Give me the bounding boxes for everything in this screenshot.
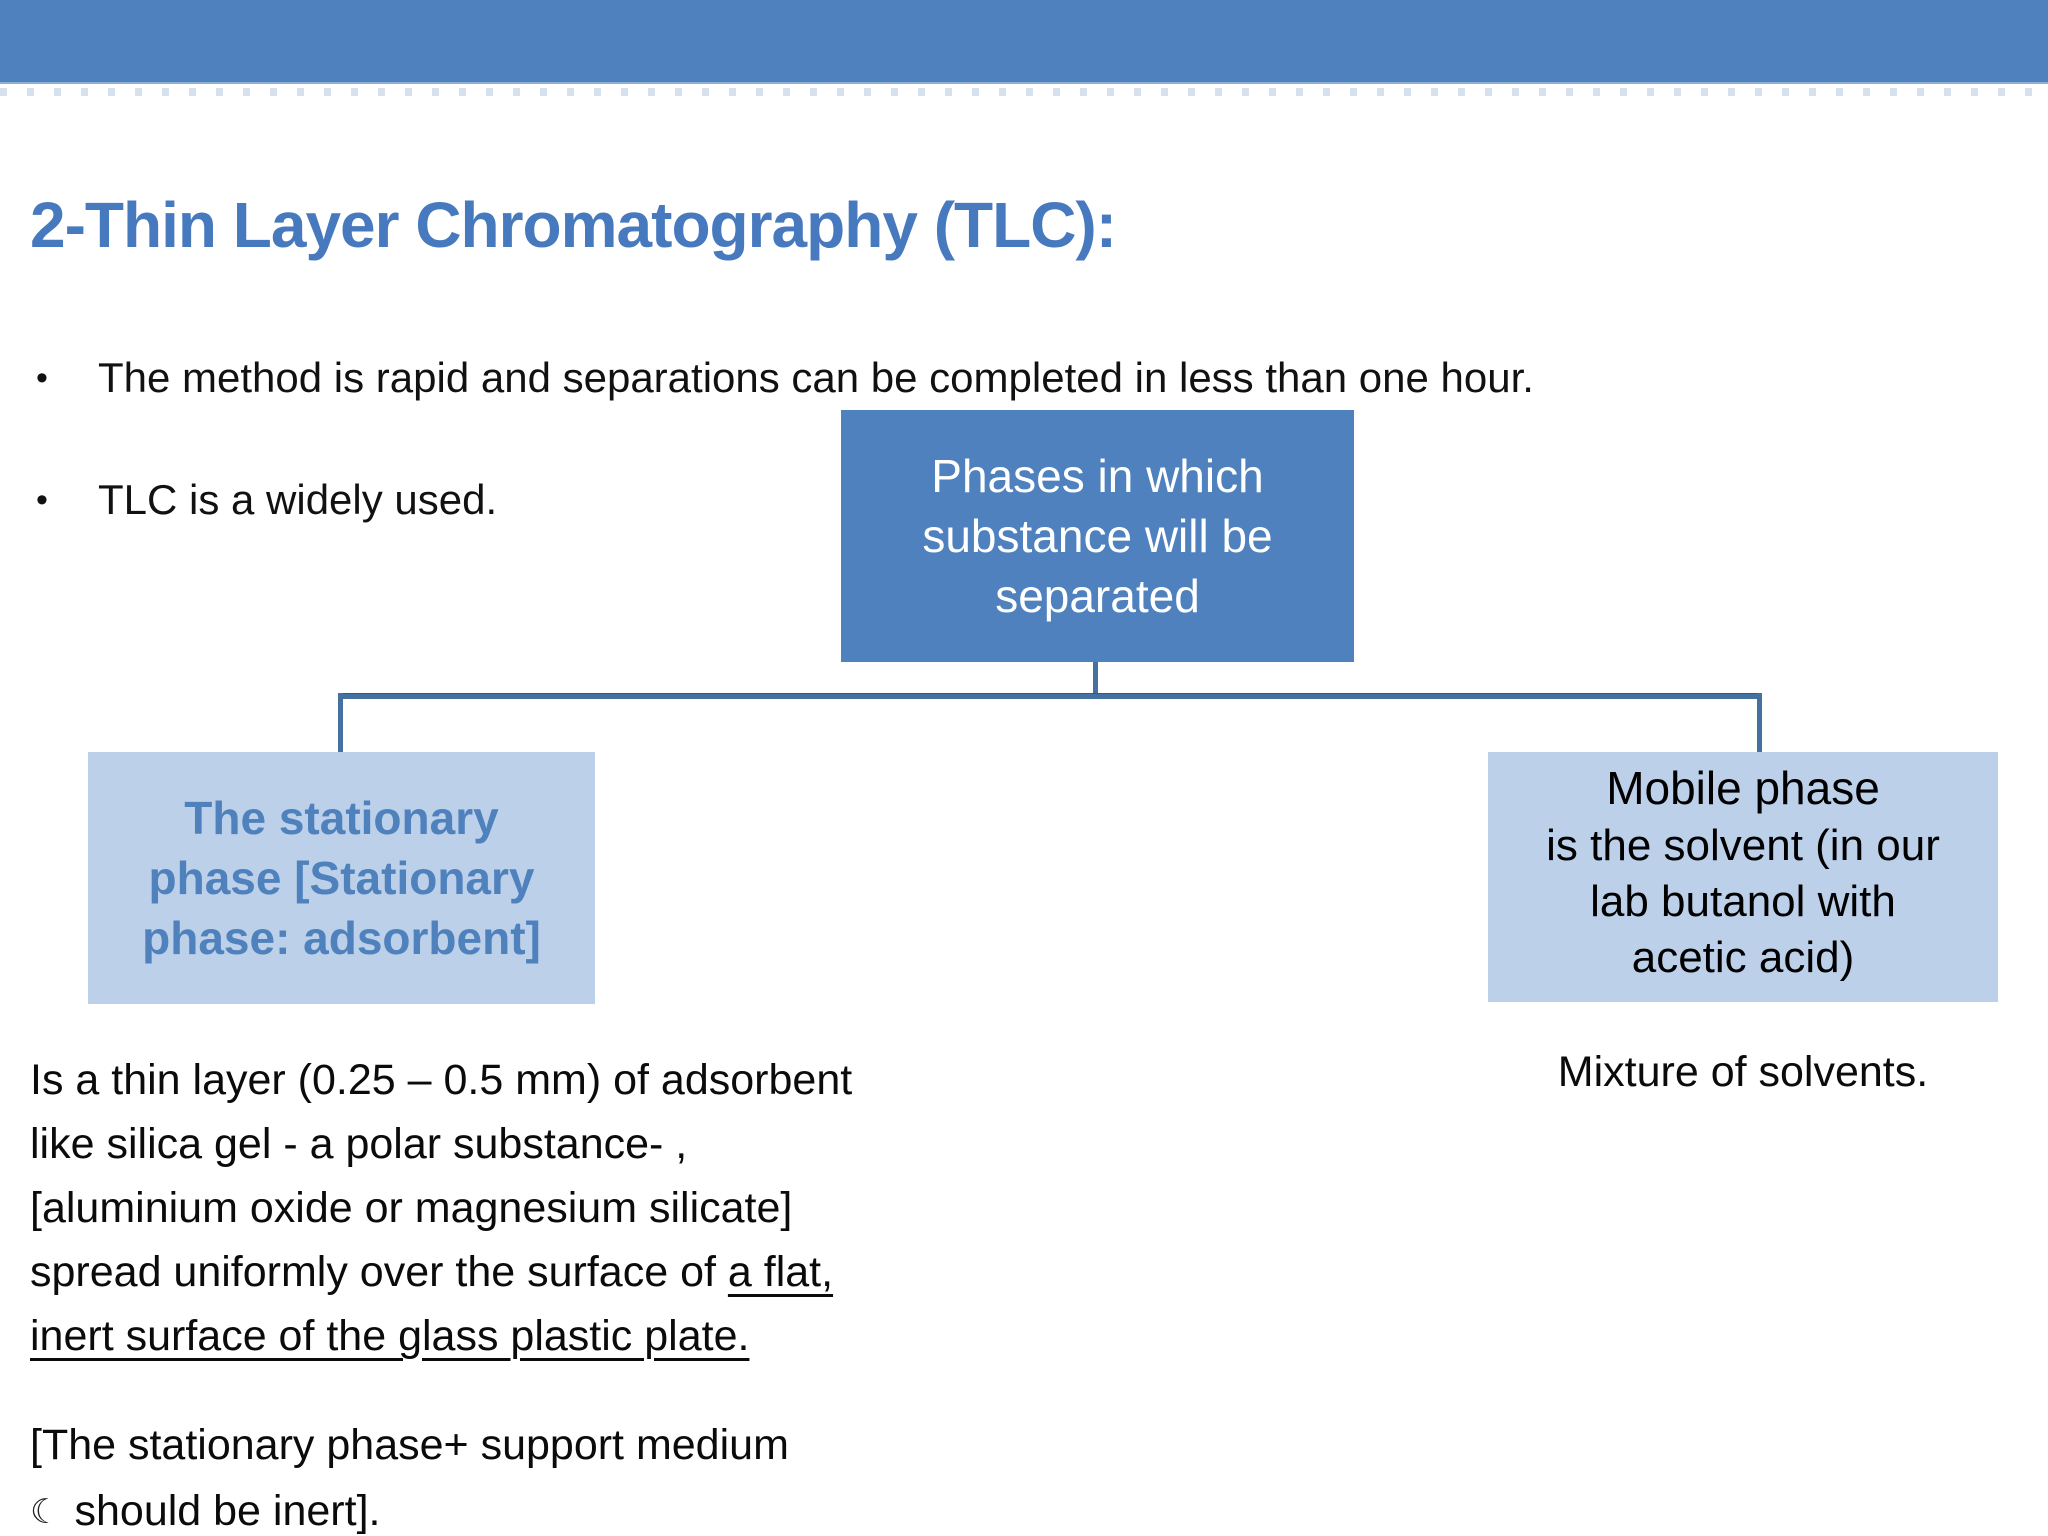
stationary-box-line: phase: adsorbent] xyxy=(142,912,541,964)
bullet-item-widely-used: • TLC is a widely used. xyxy=(36,472,497,528)
stationary-box-line: The stationary xyxy=(184,792,499,844)
connector-right-vertical xyxy=(1757,693,1762,753)
page-title: 2-Thin Layer Chromatography (TLC): xyxy=(30,189,1117,261)
bullet-icon: • xyxy=(36,359,48,397)
bullet-icon: • xyxy=(36,481,48,519)
note-line-text: should be inert]. xyxy=(74,1487,381,1535)
connector-left-vertical xyxy=(338,693,343,753)
support-medium-note: [The stationary phase+ support medium ☾ s… xyxy=(30,1412,789,1536)
connector-stub xyxy=(1093,662,1098,696)
note-line: inert surface of the glass plastic plate… xyxy=(30,1304,1110,1368)
bullet-item-method: • The method is rapid and separations ca… xyxy=(36,350,1534,406)
mobile-phase-box: Mobile phase is the solvent (in our lab … xyxy=(1488,752,1998,1002)
note-line: [The stationary phase+ support medium xyxy=(30,1421,789,1469)
note-line: spread uniformly over the surface of a f… xyxy=(30,1240,1110,1304)
note-line: like silica gel - a polar substance- , xyxy=(30,1120,688,1168)
note-line: Is a thin layer (0.25 – 0.5 mm) of adsor… xyxy=(30,1056,853,1104)
stationary-phase-note: Is a thin layer (0.25 – 0.5 mm) of adsor… xyxy=(30,1048,1110,1368)
note-line: ☾ should be inert]. xyxy=(30,1478,789,1536)
bullet-text: TLC is a widely used. xyxy=(98,476,498,523)
mobile-box-line: lab butanol with xyxy=(1590,877,1896,926)
dotted-divider xyxy=(0,88,2048,96)
connector-horizontal xyxy=(338,693,1762,699)
header-bar xyxy=(0,0,2048,84)
stationary-box-line: phase [Stationary xyxy=(148,852,535,904)
moon-icon: ☾ xyxy=(30,1493,61,1531)
note-line-plain: spread uniformly over the surface of xyxy=(30,1248,728,1296)
note-line-underlined: inert surface of the glass plastic plate… xyxy=(30,1312,750,1360)
mobile-phase-title: Mobile phase xyxy=(1606,762,1880,814)
mobile-box-line: acetic acid) xyxy=(1631,933,1855,982)
mixture-of-solvents-note: Mixture of solvents. xyxy=(1557,1048,1929,1096)
bullet-text: The method is rapid and separations can … xyxy=(98,354,1534,401)
note-line: [aluminium oxide or magnesium silicate] xyxy=(30,1184,793,1232)
root-box-line: separated xyxy=(995,570,1200,622)
mobile-box-line: is the solvent (in our xyxy=(1546,821,1940,870)
phases-root-box: Phases in which substance will be separa… xyxy=(841,410,1354,662)
root-box-line: Phases in which xyxy=(931,450,1264,502)
root-box-line: substance will be xyxy=(922,510,1273,562)
stationary-phase-box: The stationary phase [Stationary phase: … xyxy=(88,752,595,1004)
note-line-underlined: a flat, xyxy=(727,1248,834,1296)
